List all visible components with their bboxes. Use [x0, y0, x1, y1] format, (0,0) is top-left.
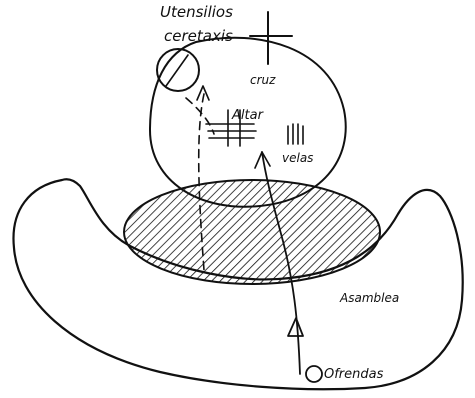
cross-label: cruz [250, 73, 276, 87]
central-hatched-area [124, 180, 380, 284]
altar-label: Altar [231, 108, 265, 123]
assembly-label: Asamblea [339, 291, 399, 305]
sacred-label: ceretaxis [164, 27, 233, 45]
cross-icon [250, 12, 292, 64]
arrow-up-icon [288, 318, 303, 336]
candles-label: velas [282, 151, 313, 165]
offerings-label: Ofrendas [324, 367, 384, 382]
offerings-circle [306, 366, 322, 382]
utensils-label: Utensilios [160, 3, 233, 21]
candles-icon [288, 124, 303, 144]
